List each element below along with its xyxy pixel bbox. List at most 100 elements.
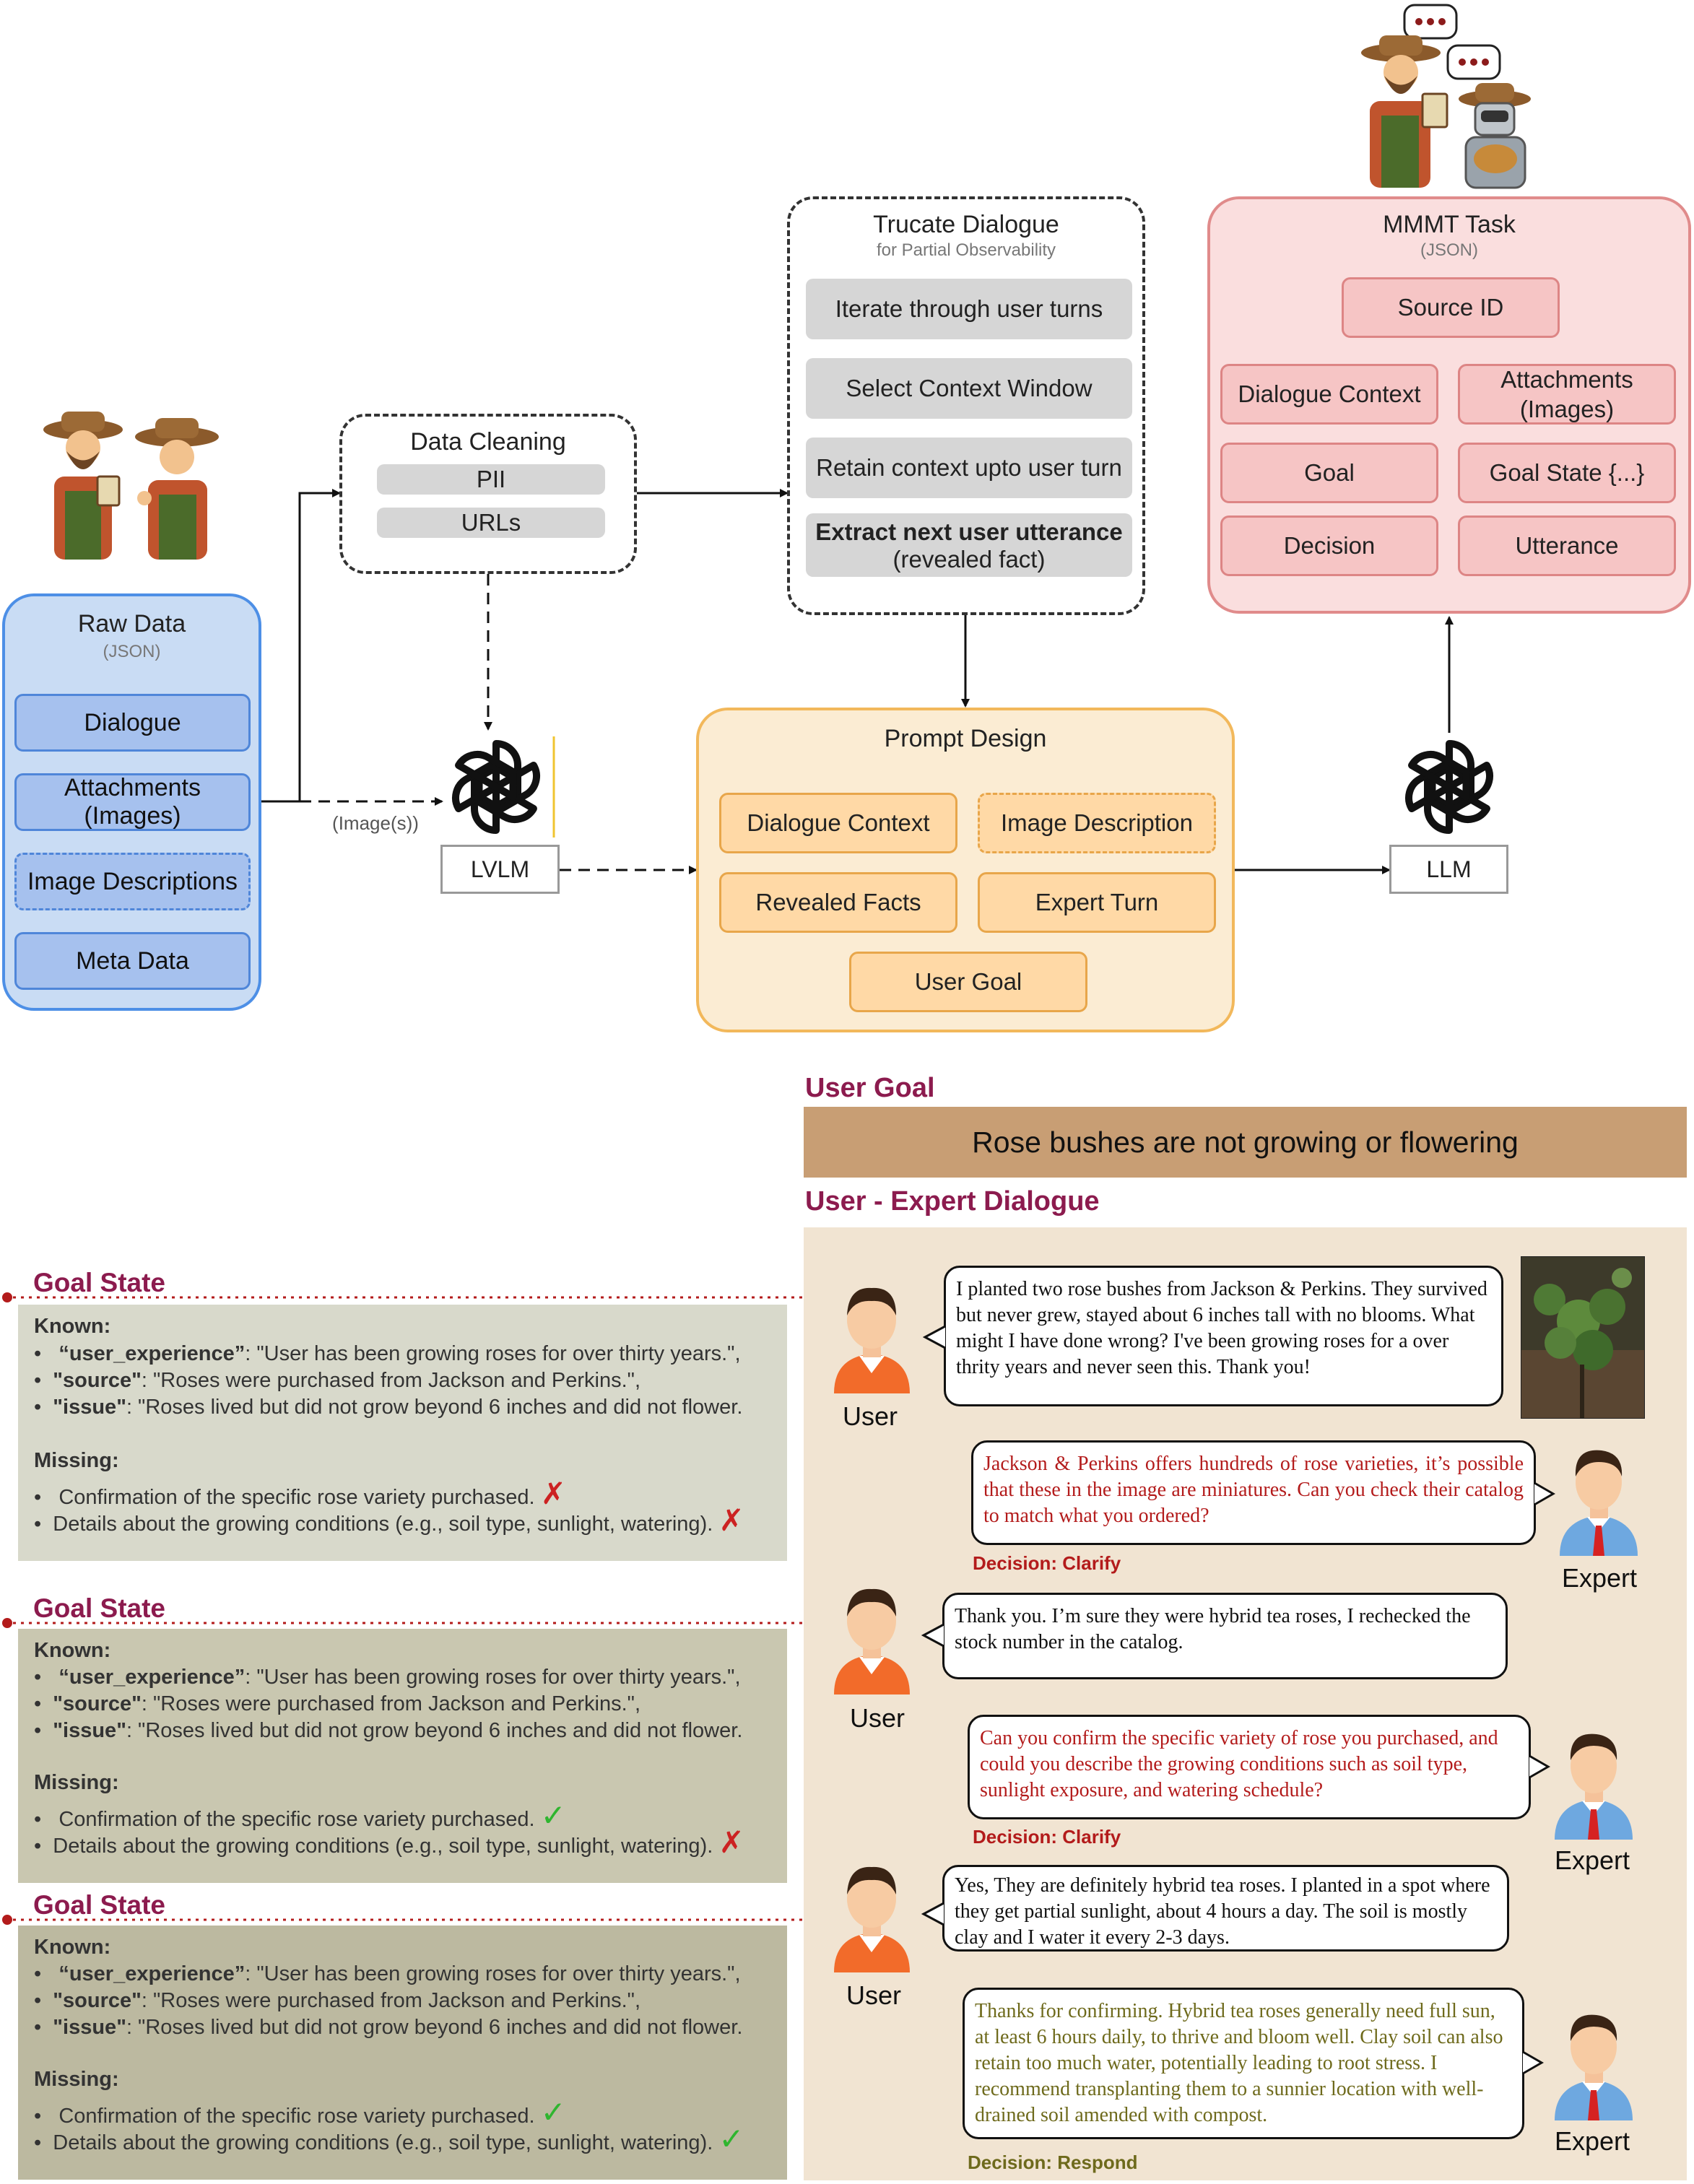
raw-item-image-descriptions: Image Descriptions bbox=[14, 853, 251, 910]
cross-icon: ✗ bbox=[718, 1825, 744, 1859]
known-label: Known: bbox=[34, 1639, 111, 1662]
decision-label: Decision: Respond bbox=[968, 2152, 1138, 2173]
expert-label: Expert bbox=[1554, 2126, 1630, 2156]
truncate-dialogue-container: Trucate Dialogue for Partial Observabili… bbox=[787, 196, 1145, 615]
arrow-raw-to-cleaning bbox=[260, 489, 341, 803]
expert-label: Expert bbox=[1554, 1845, 1630, 1875]
check-icon: ✓ bbox=[540, 2095, 566, 2129]
user-message: I planted two rose bushes from Jackson &… bbox=[944, 1266, 1503, 1406]
raw-item-meta-data: Meta Data bbox=[14, 932, 251, 990]
bubble-tail bbox=[1534, 1482, 1555, 1506]
expert-message: Thanks for confirming. Hybrid tea roses … bbox=[963, 1988, 1524, 2139]
missing-item: • Confirmation of the specific rose vari… bbox=[34, 1476, 566, 1510]
prompt-design-container: Prompt Design Dialogue Context Image Des… bbox=[696, 708, 1235, 1032]
rose-bush-attachment-image bbox=[1521, 1256, 1645, 1419]
image-edge-label: (Image(s)) bbox=[332, 812, 419, 834]
farmer-robot-illustration bbox=[1361, 4, 1531, 189]
lvlm-label: LVLM bbox=[440, 845, 560, 894]
truncate-item-retain: Retain context upto user turn bbox=[806, 438, 1132, 498]
check-icon: ✓ bbox=[718, 2122, 744, 2156]
prompt-revealed-facts: Revealed Facts bbox=[719, 872, 957, 933]
known-item: • “user_experience”: "User has been grow… bbox=[34, 1962, 741, 1985]
truncate-item-iterate: Iterate through user turns bbox=[806, 279, 1132, 339]
user-goal-banner: Rose bushes are not growing or flowering bbox=[804, 1107, 1687, 1178]
known-item: • "source": "Roses were purchased from J… bbox=[34, 1692, 641, 1715]
llm-label: LLM bbox=[1389, 845, 1508, 894]
user-avatar-icon bbox=[834, 1588, 910, 1694]
expert-message: Can you confirm the specific variety of … bbox=[968, 1715, 1531, 1819]
openai-logo-icon bbox=[452, 740, 540, 834]
user-goal-header: User Goal bbox=[805, 1073, 935, 1103]
bubble-tail bbox=[1522, 2050, 1544, 2075]
user-label: User bbox=[849, 1703, 905, 1733]
raw-item-dialogue: Dialogue bbox=[14, 694, 251, 752]
user-avatar-icon bbox=[834, 1866, 910, 1972]
prompt-user-goal: User Goal bbox=[849, 952, 1087, 1012]
mmmt-goal: Goal bbox=[1220, 443, 1438, 503]
cleaning-item-urls: URLs bbox=[377, 508, 605, 538]
raw-data-title: Raw Data bbox=[77, 609, 186, 638]
known-item: • "issue": "Roses lived but did not grow… bbox=[34, 1719, 743, 1742]
bubble-tail bbox=[923, 1325, 946, 1349]
mmmt-decision: Decision bbox=[1220, 515, 1438, 576]
missing-label: Missing: bbox=[34, 1449, 119, 1472]
mmmt-attachments: Attachments (Images) bbox=[1458, 364, 1676, 425]
goal-state-connectors bbox=[2, 1292, 804, 1925]
truncate-extract-label: Extract next user utterance bbox=[815, 518, 1123, 545]
user-label: User bbox=[846, 1980, 901, 2010]
user-avatar-icon bbox=[834, 1287, 910, 1393]
missing-item: • Details about the growing conditions (… bbox=[34, 2122, 744, 2156]
missing-label: Missing: bbox=[34, 1771, 119, 1794]
mmmt-source-id: Source ID bbox=[1342, 277, 1560, 338]
truncate-item-context-window: Select Context Window bbox=[806, 358, 1132, 419]
bubble-tail bbox=[921, 1902, 944, 1926]
known-item: • “user_experience”: "User has been grow… bbox=[34, 1342, 741, 1365]
mmmt-dialogue-context: Dialogue Context bbox=[1220, 364, 1438, 425]
goal-state-3-panel: Known: • “user_experience”: "User has be… bbox=[18, 1926, 787, 2180]
flow-connectors bbox=[260, 489, 1454, 874]
known-item: • “user_experience”: "User has been grow… bbox=[34, 1666, 741, 1689]
bubble-tail bbox=[1529, 1754, 1550, 1779]
data-cleaning-title: Data Cleaning bbox=[410, 427, 566, 456]
mmmt-subtitle: (JSON) bbox=[1420, 240, 1478, 260]
missing-label: Missing: bbox=[34, 2068, 119, 2091]
user-message: Thank you. I’m sure they were hybrid tea… bbox=[942, 1593, 1508, 1679]
goal-state-2-panel: Known: • “user_experience”: "User has be… bbox=[18, 1629, 787, 1883]
goal-state-1-title: Goal State bbox=[33, 1268, 165, 1297]
raw-data-container: Raw Data (JSON) Dialogue Attachments (Im… bbox=[2, 593, 261, 1011]
truncate-extract-sub: (revealed fact) bbox=[892, 546, 1046, 573]
bubble-tail bbox=[921, 1623, 944, 1648]
goal-state-2-title: Goal State bbox=[33, 1593, 165, 1623]
prompt-image-description: Image Description bbox=[978, 793, 1216, 853]
prompt-dialogue-context: Dialogue Context bbox=[719, 793, 957, 853]
missing-item: • Confirmation of the specific rose vari… bbox=[34, 2095, 566, 2129]
truncate-item-extract: Extract next user utterance (revealed fa… bbox=[806, 513, 1132, 577]
prompt-expert-turn: Expert Turn bbox=[978, 872, 1216, 933]
user-label: User bbox=[842, 1401, 898, 1431]
goal-state-3-title: Goal State bbox=[33, 1890, 165, 1920]
cross-icon: ✗ bbox=[718, 1503, 744, 1537]
missing-item: • Details about the growing conditions (… bbox=[34, 1503, 744, 1537]
dialogue-header: User - Expert Dialogue bbox=[805, 1186, 1100, 1217]
goal-state-1-panel: Known: • “user_experience”: "User has be… bbox=[18, 1305, 787, 1561]
decision-label: Decision: Clarify bbox=[973, 1826, 1121, 1848]
expert-avatar-icon bbox=[1555, 2014, 1633, 2120]
check-icon: ✓ bbox=[540, 1798, 566, 1832]
expert-avatar-icon bbox=[1555, 1733, 1633, 1840]
expert-message: Jackson & Perkins offers hundreds of ros… bbox=[971, 1440, 1536, 1545]
expert-label: Expert bbox=[1561, 1563, 1638, 1593]
farmers-illustration bbox=[43, 412, 219, 560]
truncate-subtitle: for Partial Observability bbox=[876, 240, 1056, 260]
known-label: Known: bbox=[34, 1936, 111, 1959]
known-item: • "issue": "Roses lived but did not grow… bbox=[34, 2016, 743, 2039]
missing-item: • Details about the growing conditions (… bbox=[34, 1825, 744, 1859]
truncate-title: Trucate Dialogue bbox=[873, 210, 1059, 238]
mmmt-goal-state: Goal State {...} bbox=[1458, 443, 1676, 503]
known-item: • "source": "Roses were purchased from J… bbox=[34, 1369, 641, 1392]
prompt-title: Prompt Design bbox=[884, 724, 1047, 752]
data-cleaning-container: Data Cleaning PII URLs bbox=[339, 414, 637, 574]
known-item: • "issue": "Roses lived but did not grow… bbox=[34, 1396, 743, 1419]
raw-item-attachments: Attachments (Images) bbox=[14, 773, 251, 831]
missing-item: • Confirmation of the specific rose vari… bbox=[34, 1798, 566, 1832]
expert-avatar-icon bbox=[1560, 1450, 1638, 1556]
